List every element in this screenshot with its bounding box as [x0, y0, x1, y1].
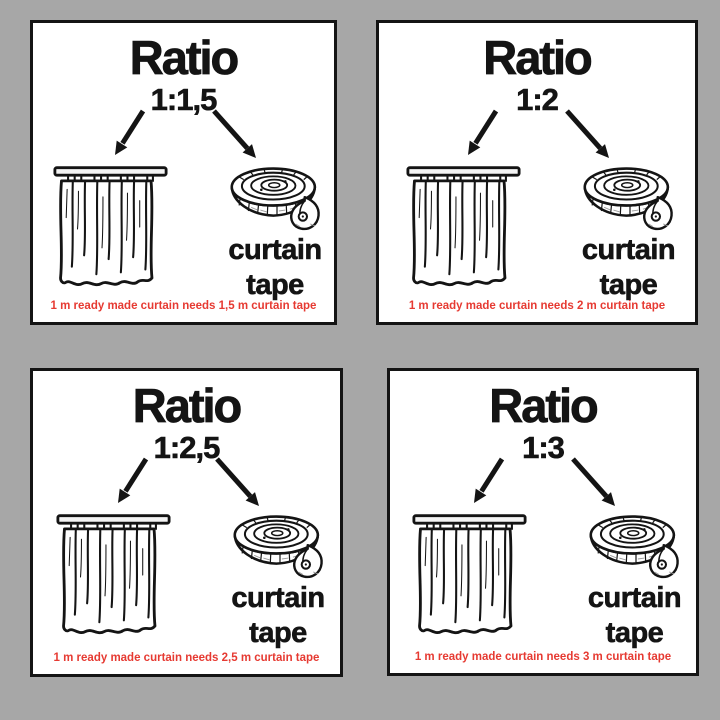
ratio-value: 1:2,5	[153, 430, 220, 465]
curtain-tape-icon	[580, 163, 680, 235]
panel-title: Ratio	[483, 31, 593, 84]
label-line-2: tape	[246, 269, 305, 302]
arrow-down-right-icon	[213, 457, 265, 509]
ratio-caption: 1 m ready made curtain needs 3 m curtain…	[414, 651, 672, 663]
ratio-caption: 1 m ready made curtain needs 2 m curtain…	[408, 300, 666, 312]
curtain-icon	[412, 509, 527, 643]
label-line-2: tape	[605, 617, 664, 650]
panel-title: Ratio	[129, 31, 239, 84]
ratio-value: 1:2	[516, 82, 559, 117]
label-line-2: tape	[599, 269, 658, 302]
curtain-tape-label: curtain tape	[211, 581, 346, 651]
arrow-down-right-icon	[210, 109, 262, 161]
curtain-tape-label: curtain tape	[567, 581, 702, 651]
ratio-panel-4: Ratio 1:3 curtain tape 1 m ready made cu…	[387, 368, 699, 676]
ratio-value: 1:3	[522, 430, 565, 465]
ratio-caption: 1 m ready made curtain needs 2,5 m curta…	[53, 652, 320, 664]
arrow-down-left-icon	[103, 109, 151, 161]
ratio-panel-1: Ratio 1:1,5 curtain tape 1 m ready made …	[30, 20, 337, 325]
arrow-down-right-icon	[569, 457, 621, 509]
curtain-icon	[406, 161, 521, 295]
label-line-1: curtain	[231, 582, 325, 615]
arrow-down-right-icon	[563, 109, 615, 161]
curtain-tape-icon	[230, 511, 330, 583]
ratio-panel-3: Ratio 1:2,5 curtain tape 1 m ready made …	[30, 368, 343, 677]
curtain-tape-label: curtain tape	[561, 233, 696, 303]
label-line-1: curtain	[587, 582, 682, 615]
label-line-2: tape	[249, 617, 308, 650]
curtain-tape-label: curtain tape	[208, 233, 343, 303]
panel-title: Ratio	[132, 379, 242, 432]
ratio-value: 1:1,5	[150, 82, 217, 117]
ratio-caption: 1 m ready made curtain needs 1,5 m curta…	[50, 300, 317, 312]
ratio-panel-2: Ratio 1:2 curtain tape 1 m ready made cu…	[376, 20, 698, 325]
curtain-tape-icon	[227, 163, 327, 235]
arrow-down-left-icon	[106, 457, 154, 509]
curtain-tape-icon	[586, 511, 686, 583]
arrow-down-left-icon	[462, 457, 510, 509]
label-line-1: curtain	[581, 234, 676, 267]
panel-title: Ratio	[489, 379, 599, 432]
curtain-icon	[53, 161, 168, 295]
curtain-icon	[56, 509, 171, 643]
label-line-1: curtain	[228, 234, 322, 267]
arrow-down-left-icon	[456, 109, 504, 161]
